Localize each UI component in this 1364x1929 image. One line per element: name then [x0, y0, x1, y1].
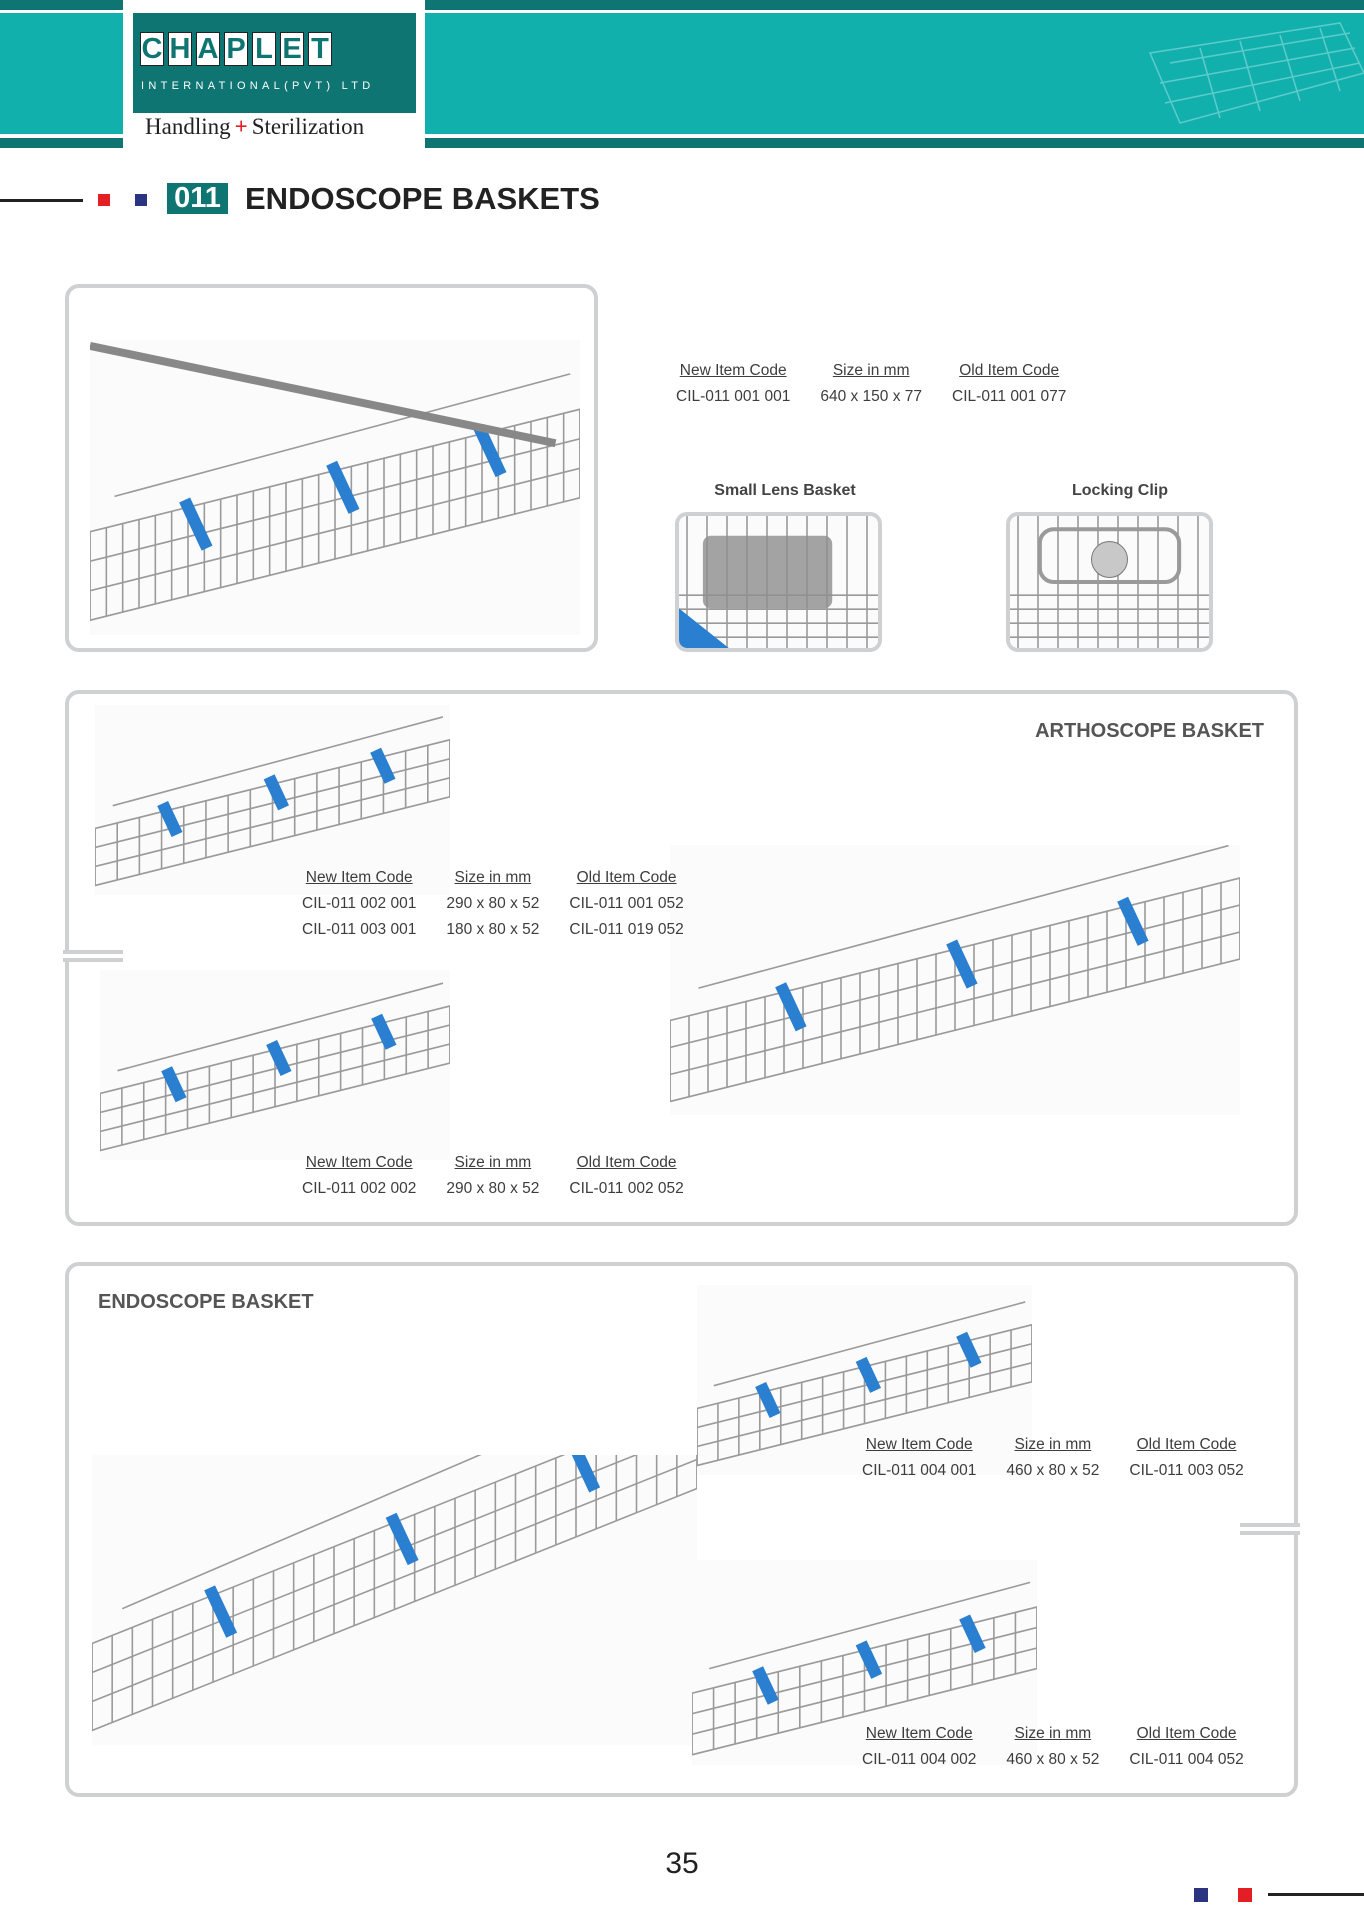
spec-table: New Item Code Size in mm Old Item Code C… [302, 869, 684, 939]
logo-letter: P [224, 32, 248, 66]
col-header-old-code: Old Item Code [1136, 1725, 1237, 1742]
cell-size: 460 x 80 x 52 [1006, 1751, 1100, 1768]
col-header-new-code: New Item Code [305, 1154, 413, 1171]
col-header-old-code: Old Item Code [1136, 1436, 1237, 1453]
header-top-bar [0, 0, 1364, 10]
red-square [1238, 1888, 1252, 1902]
logo-letters: C H A P L E T [140, 32, 332, 66]
col-header-old-code: Old Item Code [576, 1154, 677, 1171]
cell-old-code: CIL-011 004 052 [1129, 1751, 1244, 1768]
cell-size: 460 x 80 x 52 [1006, 1462, 1100, 1479]
col-header-size: Size in mm [454, 1154, 532, 1171]
col-header-new-code: New Item Code [305, 869, 413, 886]
panel-notch [63, 950, 123, 962]
cell-old-code: CIL-011 001 077 [952, 388, 1067, 405]
col-header-size: Size in mm [1014, 1436, 1092, 1453]
header-wire-graphic [1140, 13, 1364, 134]
small-lens-basket-photo [675, 512, 882, 652]
plus-icon: + [234, 114, 248, 139]
company-subtitle: INTERNATIONAL(PVT) LTD [141, 80, 375, 92]
arthoscope-basket-photo-a [95, 705, 450, 895]
logo-letter: C [140, 32, 164, 66]
col-header-new-code: New Item Code [865, 1436, 973, 1453]
logo-letter: E [280, 32, 304, 66]
cell-size: 290 x 80 x 52 [446, 1180, 540, 1197]
locking-clip-photo [1006, 512, 1213, 652]
col-header-size: Size in mm [1014, 1725, 1092, 1742]
cell-new-code: CIL-011 004 002 [862, 1751, 977, 1768]
spec-table: New Item Code Size in mm Old Item Code C… [302, 1154, 684, 1198]
col-header-new-code: New Item Code [865, 1725, 973, 1742]
arthoscope-basket-photo-b [100, 970, 450, 1160]
navy-square [1194, 1888, 1208, 1902]
cell-new-code: CIL-011 002 002 [302, 1180, 417, 1197]
endoscope-basket-photo-a [697, 1285, 1032, 1475]
panel-notch [1240, 1523, 1300, 1535]
col-header-new-code: New Item Code [679, 362, 787, 379]
endoscope-basket-photo [90, 340, 580, 635]
col-header-old-code: Old Item Code [576, 869, 677, 886]
tagline-right: Sterilization [251, 114, 365, 139]
arthoscope-basket-large-photo [670, 845, 1240, 1115]
page-number: 35 [665, 1847, 699, 1880]
logo-letter: L [252, 32, 276, 66]
cell-new-code: CIL-011 001 001 [676, 388, 791, 405]
footer-rule [1268, 1893, 1364, 1896]
endoscope-basket-photo-b [692, 1560, 1037, 1765]
spec-table: New Item Code Size in mm Old Item Code C… [676, 362, 1066, 406]
cell-size: 290 x 80 x 52 [446, 895, 540, 912]
cell-old-code: CIL-011 001 052 [569, 895, 684, 912]
tagline-left: Handling [145, 114, 231, 139]
col-header-old-code: Old Item Code [959, 362, 1060, 379]
page-title: ENDOSCOPE BASKETS [245, 181, 600, 216]
arthoscope-title: ARTHOSCOPE BASKET [1035, 720, 1264, 742]
endoscope-basket-large-photo [92, 1455, 697, 1745]
cell-new-code: CIL-011 003 001 [302, 921, 417, 938]
header-bottom-bar [0, 138, 1364, 148]
col-header-size: Size in mm [832, 362, 910, 379]
title-rule [0, 199, 83, 202]
logo-letter: A [196, 32, 220, 66]
cell-new-code: CIL-011 002 001 [302, 895, 417, 912]
cell-old-code: CIL-011 002 052 [569, 1180, 684, 1197]
cell-old-code: CIL-011 003 052 [1129, 1462, 1244, 1479]
small-lens-basket-label: Small Lens Basket [714, 482, 856, 499]
logo-letter: T [308, 32, 332, 66]
spec-table: New Item Code Size in mm Old Item Code C… [862, 1725, 1244, 1769]
red-square [98, 194, 110, 206]
cell-size: 180 x 80 x 52 [446, 921, 540, 938]
section-number: 011 [167, 183, 228, 214]
logo-letter: H [168, 32, 192, 66]
tagline: Handling+Sterilization [145, 114, 364, 140]
endoscope-title: ENDOSCOPE BASKET [98, 1291, 314, 1313]
cell-size: 640 x 150 x 77 [820, 388, 923, 405]
cell-new-code: CIL-011 004 001 [862, 1462, 977, 1479]
cell-old-code: CIL-011 019 052 [569, 921, 684, 938]
navy-square [135, 194, 147, 206]
col-header-size: Size in mm [454, 869, 532, 886]
spec-table: New Item Code Size in mm Old Item Code C… [862, 1436, 1244, 1480]
locking-clip-label: Locking Clip [1072, 482, 1168, 499]
